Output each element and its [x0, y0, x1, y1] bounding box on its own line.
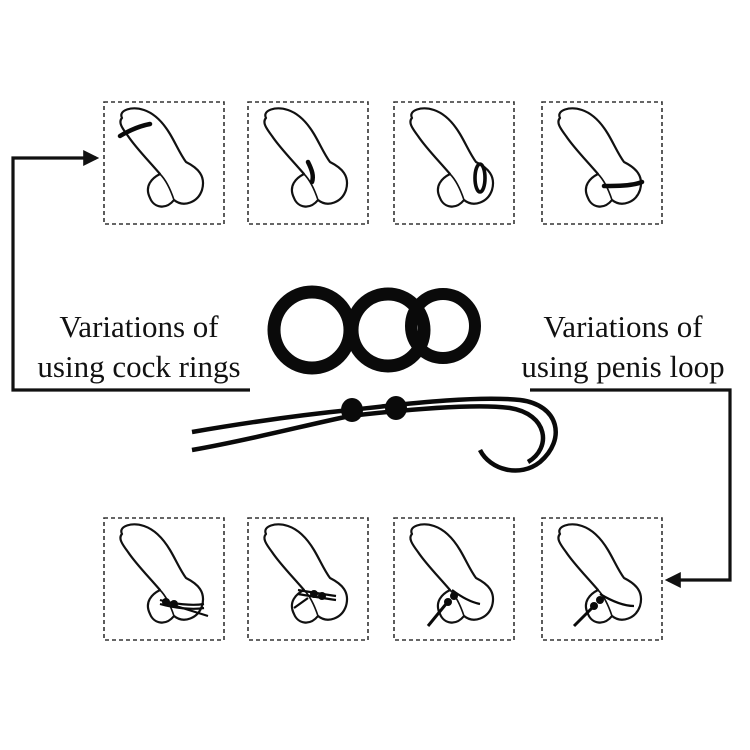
panel-bottom-4 [541, 517, 663, 641]
panel-top-3 [393, 101, 515, 225]
panel-bottom-2 [247, 517, 369, 641]
left-connector-arrow [11, 150, 250, 392]
cock-rings-product [267, 285, 481, 375]
cock-rings-caption-line2: using cock rings [37, 349, 241, 384]
cock-rings-caption: Variations of using cock rings [24, 307, 254, 387]
penis-loop-caption-line2: using penis loop [521, 349, 725, 384]
penis-loop-caption: Variations of using penis loop [512, 307, 734, 387]
panel-top-2 [247, 101, 369, 225]
panel-bottom-3 [393, 517, 515, 641]
right-connector-arrow [530, 388, 732, 588]
penis-loop-caption-line1: Variations of [543, 309, 703, 344]
panel-bottom-1 [103, 517, 225, 641]
panel-top-1 [103, 101, 225, 225]
panel-top-4 [541, 101, 663, 225]
penis-loop-product [191, 396, 558, 473]
cock-rings-caption-line1: Variations of [59, 309, 219, 344]
